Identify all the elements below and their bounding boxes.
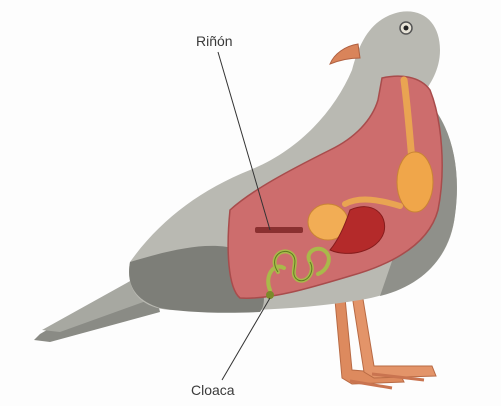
kidney-label: Riñón xyxy=(196,33,233,49)
pupil xyxy=(404,26,409,31)
kidney xyxy=(255,227,303,233)
leg-front xyxy=(352,293,436,378)
legs xyxy=(335,293,436,388)
cloaca-label: Cloaca xyxy=(191,382,235,398)
crop xyxy=(397,152,433,212)
cloaca xyxy=(266,291,274,299)
